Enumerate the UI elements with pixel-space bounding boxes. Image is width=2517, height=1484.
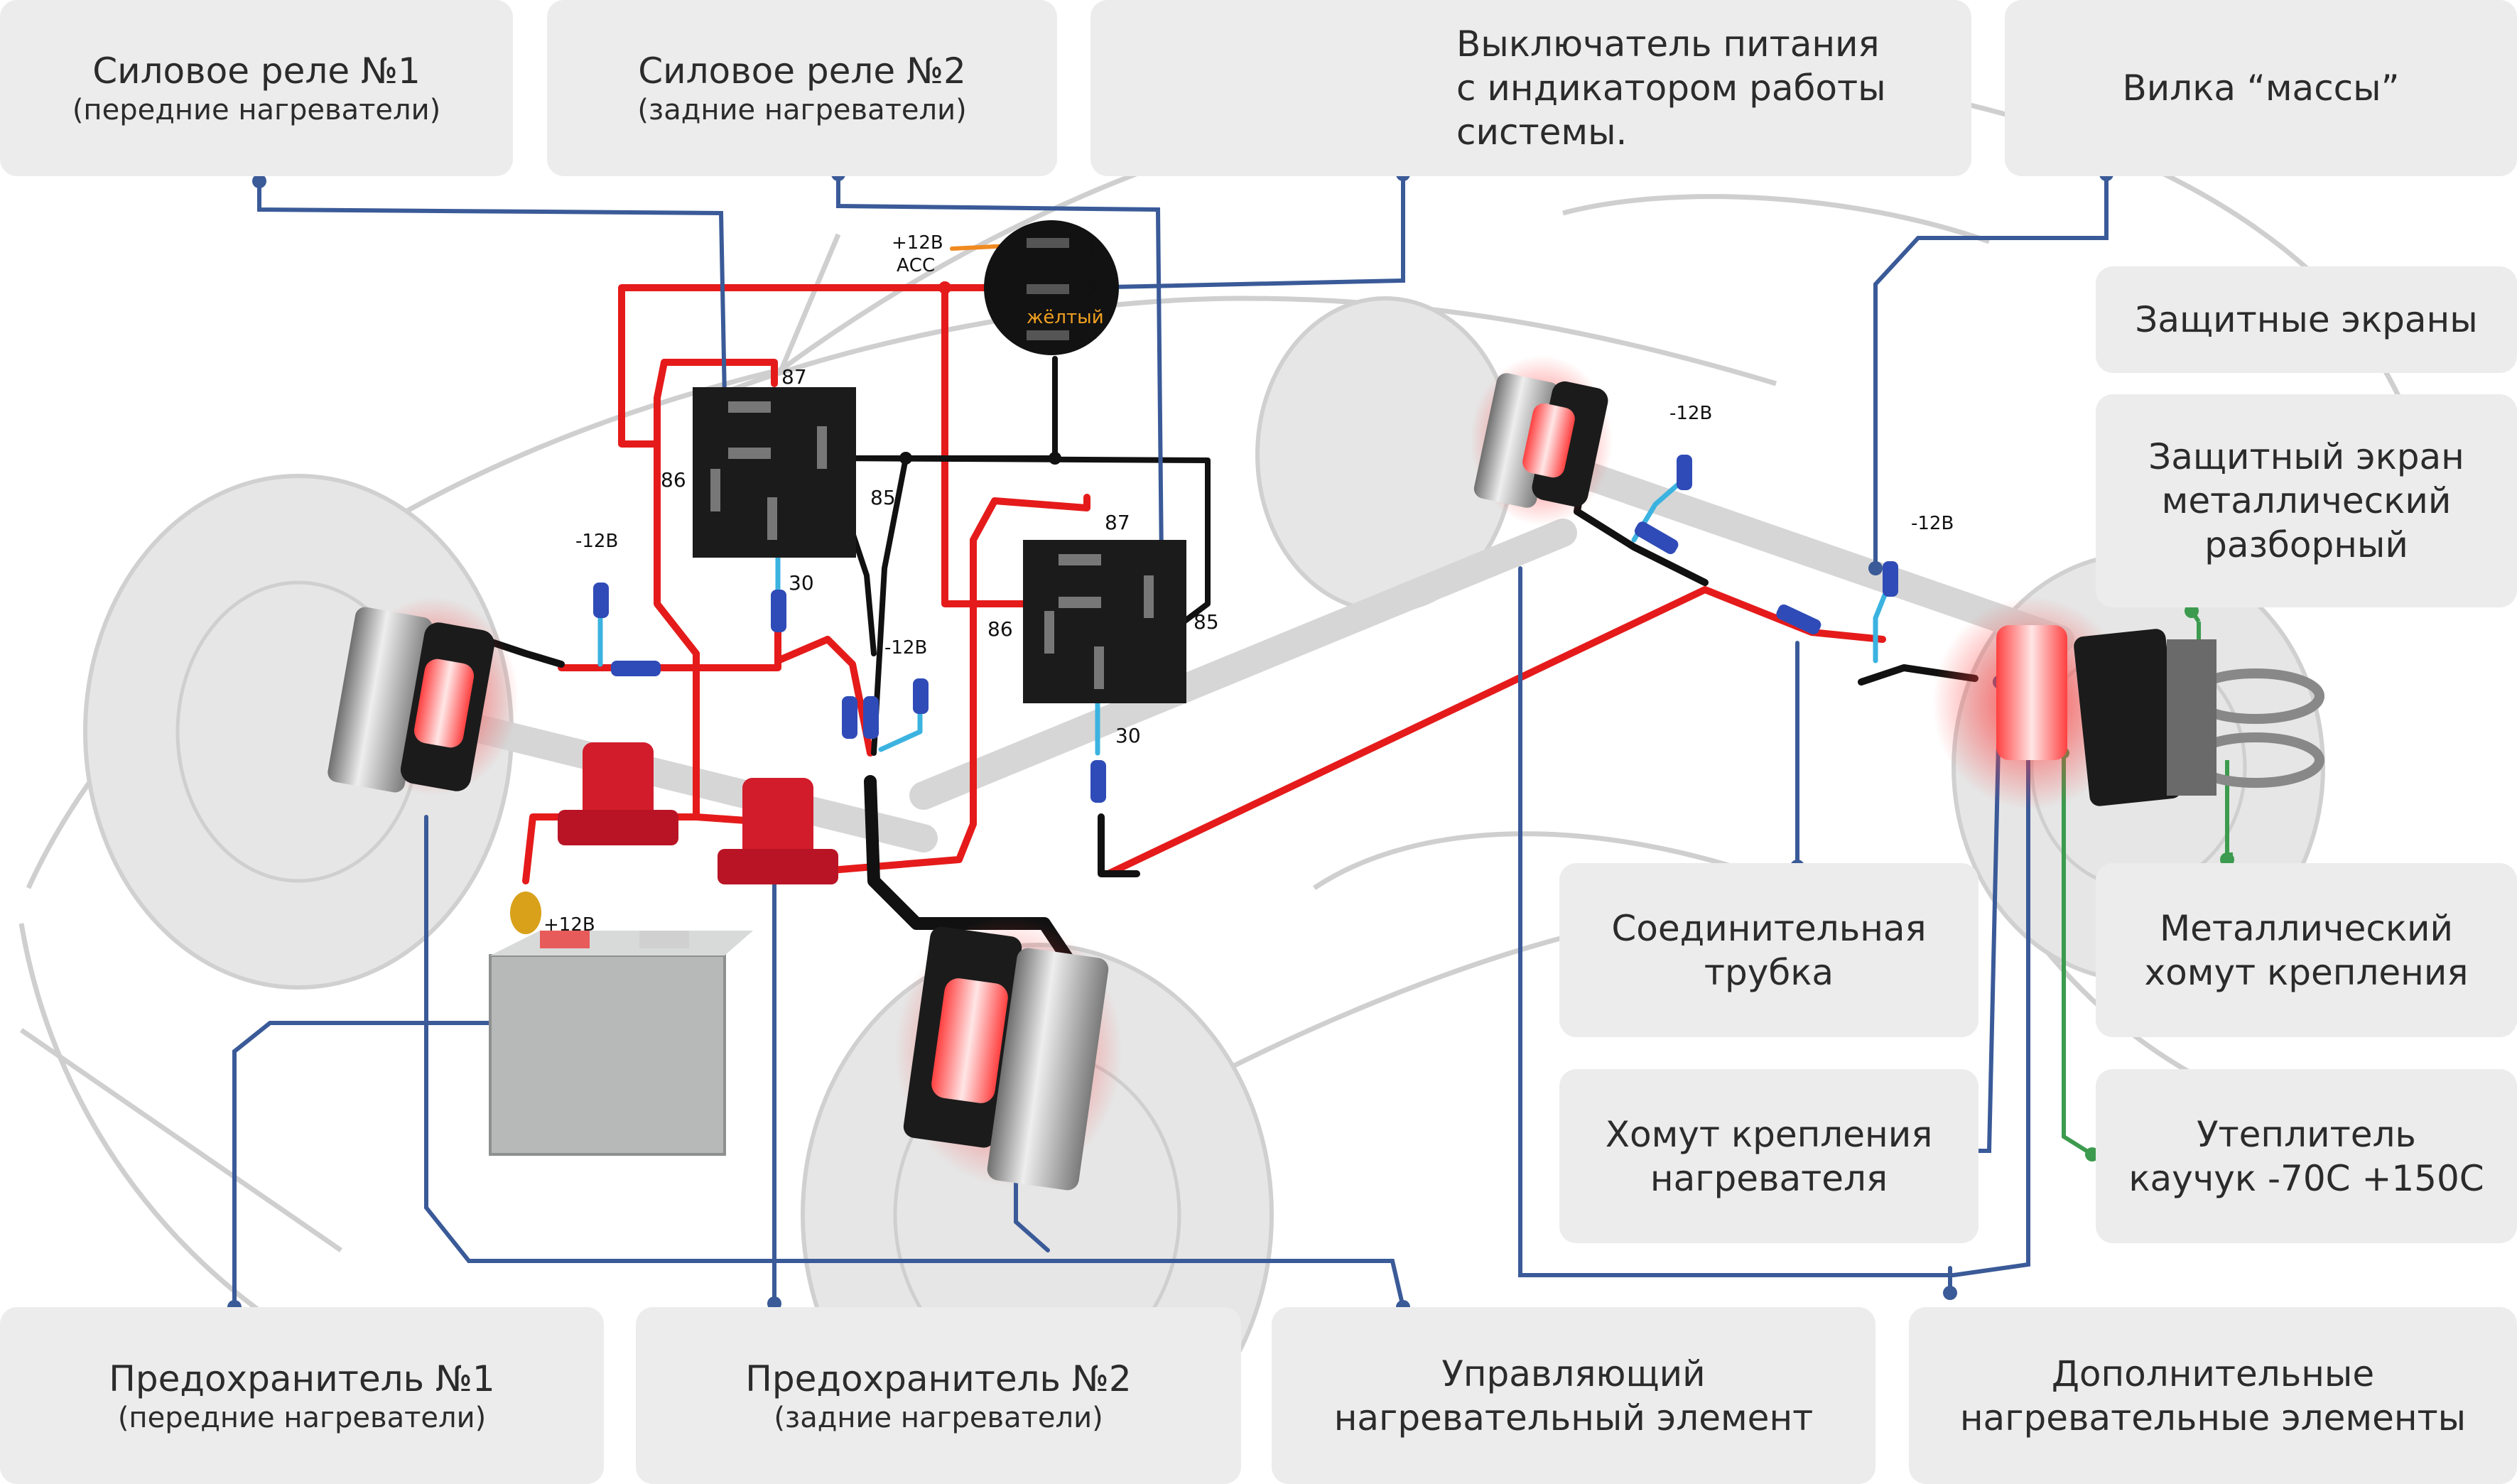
metal-shield-title: Защитный экран металлический разборный <box>2148 436 2464 565</box>
relay2-pin-87: 87 <box>1105 511 1130 534</box>
relay1-subtitle: (передние нагреватели) <box>72 94 441 126</box>
relay2-pin-30: 30 <box>1115 724 1141 747</box>
relay1-pin-87: 87 <box>781 365 807 389</box>
relay1-pin-86: 86 <box>661 468 686 492</box>
ground-fork-title: Вилка “массы” <box>2122 67 2400 109</box>
metal-clamp-title: Металлический хомут крепления <box>2144 907 2469 993</box>
power-switch-label-box: Выключатель питания с индикатором работы… <box>1090 0 1971 176</box>
wires <box>480 243 1979 973</box>
relay2-label-box: Силовое реле №2 (задние нагреватели) <box>547 0 1057 176</box>
connector-tube-title: Соединительная трубка <box>1611 907 1927 993</box>
extra-elements-label-box: Дополнительные нагревательные элементы <box>1909 1307 2517 1484</box>
relay1-pin-85: 85 <box>870 486 896 509</box>
acc-label: АСС <box>897 255 935 276</box>
relay-1 <box>693 387 856 558</box>
fuse2-label-box: Предохранитель №2 (задние нагреватели) <box>636 1307 1241 1484</box>
heater-front-left <box>328 597 519 796</box>
fuse-2 <box>718 778 838 884</box>
insulation-label-box: Утеплитель каучук -70С +150С <box>2096 1069 2517 1243</box>
ground-fork-label-box: Вилка “массы” <box>2005 0 2517 176</box>
metal-clamp-label-box: Металлический хомут крепления <box>2096 863 2517 1037</box>
heater-front-right <box>895 916 1122 1191</box>
plus12-battery-label: +12В <box>543 914 595 936</box>
shields-title: Защитные экраны <box>2135 299 2478 340</box>
fuse1-title: Предохранитель №1 <box>109 1358 495 1399</box>
heater-rear-right <box>1932 597 2324 810</box>
insulation-title: Утеплитель каучук -70С +150С <box>2128 1113 2484 1199</box>
battery <box>489 892 753 1156</box>
crimp-connectors <box>593 455 1898 803</box>
power-switch-title: Выключатель питания с индикатором работы… <box>1456 23 1886 153</box>
wheels <box>83 296 2325 1484</box>
fuse2-title: Предохранитель №2 <box>745 1358 1132 1399</box>
relay1-label-box: Силовое реле №1 (передние нагреватели) <box>0 0 513 176</box>
heater-clamp-label-box: Хомут крепления нагревателя <box>1559 1069 1979 1243</box>
relay2-subtitle: (задние нагреватели) <box>637 94 967 126</box>
switch-yellow-label: жёлтый <box>1027 307 1104 328</box>
switch-pin-1: 1 <box>1087 239 1099 261</box>
relay1-pin-30: 30 <box>789 571 814 595</box>
relay1-title: Силовое реле №1 <box>92 50 421 92</box>
fuse2-subtitle: (задние нагреватели) <box>774 1401 1103 1434</box>
relay2-pin-85: 85 <box>1193 610 1219 634</box>
shields-label-box: Защитные экраны <box>2096 266 2517 373</box>
fuse1-label-box: Предохранитель №1 (передние нагреватели) <box>0 1307 604 1484</box>
fuse1-subtitle: (передние нагреватели) <box>117 1401 487 1434</box>
relay2-title: Силовое реле №2 <box>638 50 966 92</box>
minus12-label-3: -12В <box>1669 403 1712 424</box>
relay2-pin-86: 86 <box>987 617 1013 641</box>
switch-pin-3: 3 <box>1087 323 1099 345</box>
acc-voltage-label: +12В <box>892 232 943 254</box>
control-element-title: Управляющий нагревательный элемент <box>1333 1353 1814 1439</box>
fuse-1 <box>558 742 678 845</box>
metal-shield-label-box: Защитный экран металлический разборный <box>2096 394 2517 607</box>
switch-pin-2: 2 <box>1087 281 1099 302</box>
relay-2 <box>1023 540 1186 703</box>
connector-tube-label-box: Соединительная трубка <box>1559 863 1979 1037</box>
minus12-label-1: -12В <box>575 531 618 552</box>
heater-rear-left <box>1471 355 1613 526</box>
minus12-label-4: -12В <box>1911 513 1954 534</box>
extra-elements-title: Дополнительные нагревательные элементы <box>1959 1353 2467 1439</box>
heater-clamp-title: Хомут крепления нагревателя <box>1605 1113 1933 1199</box>
control-element-label-box: Управляющий нагревательный элемент <box>1272 1307 1875 1484</box>
switch-wiring <box>984 220 1119 355</box>
minus12-label-2: -12В <box>884 637 927 659</box>
